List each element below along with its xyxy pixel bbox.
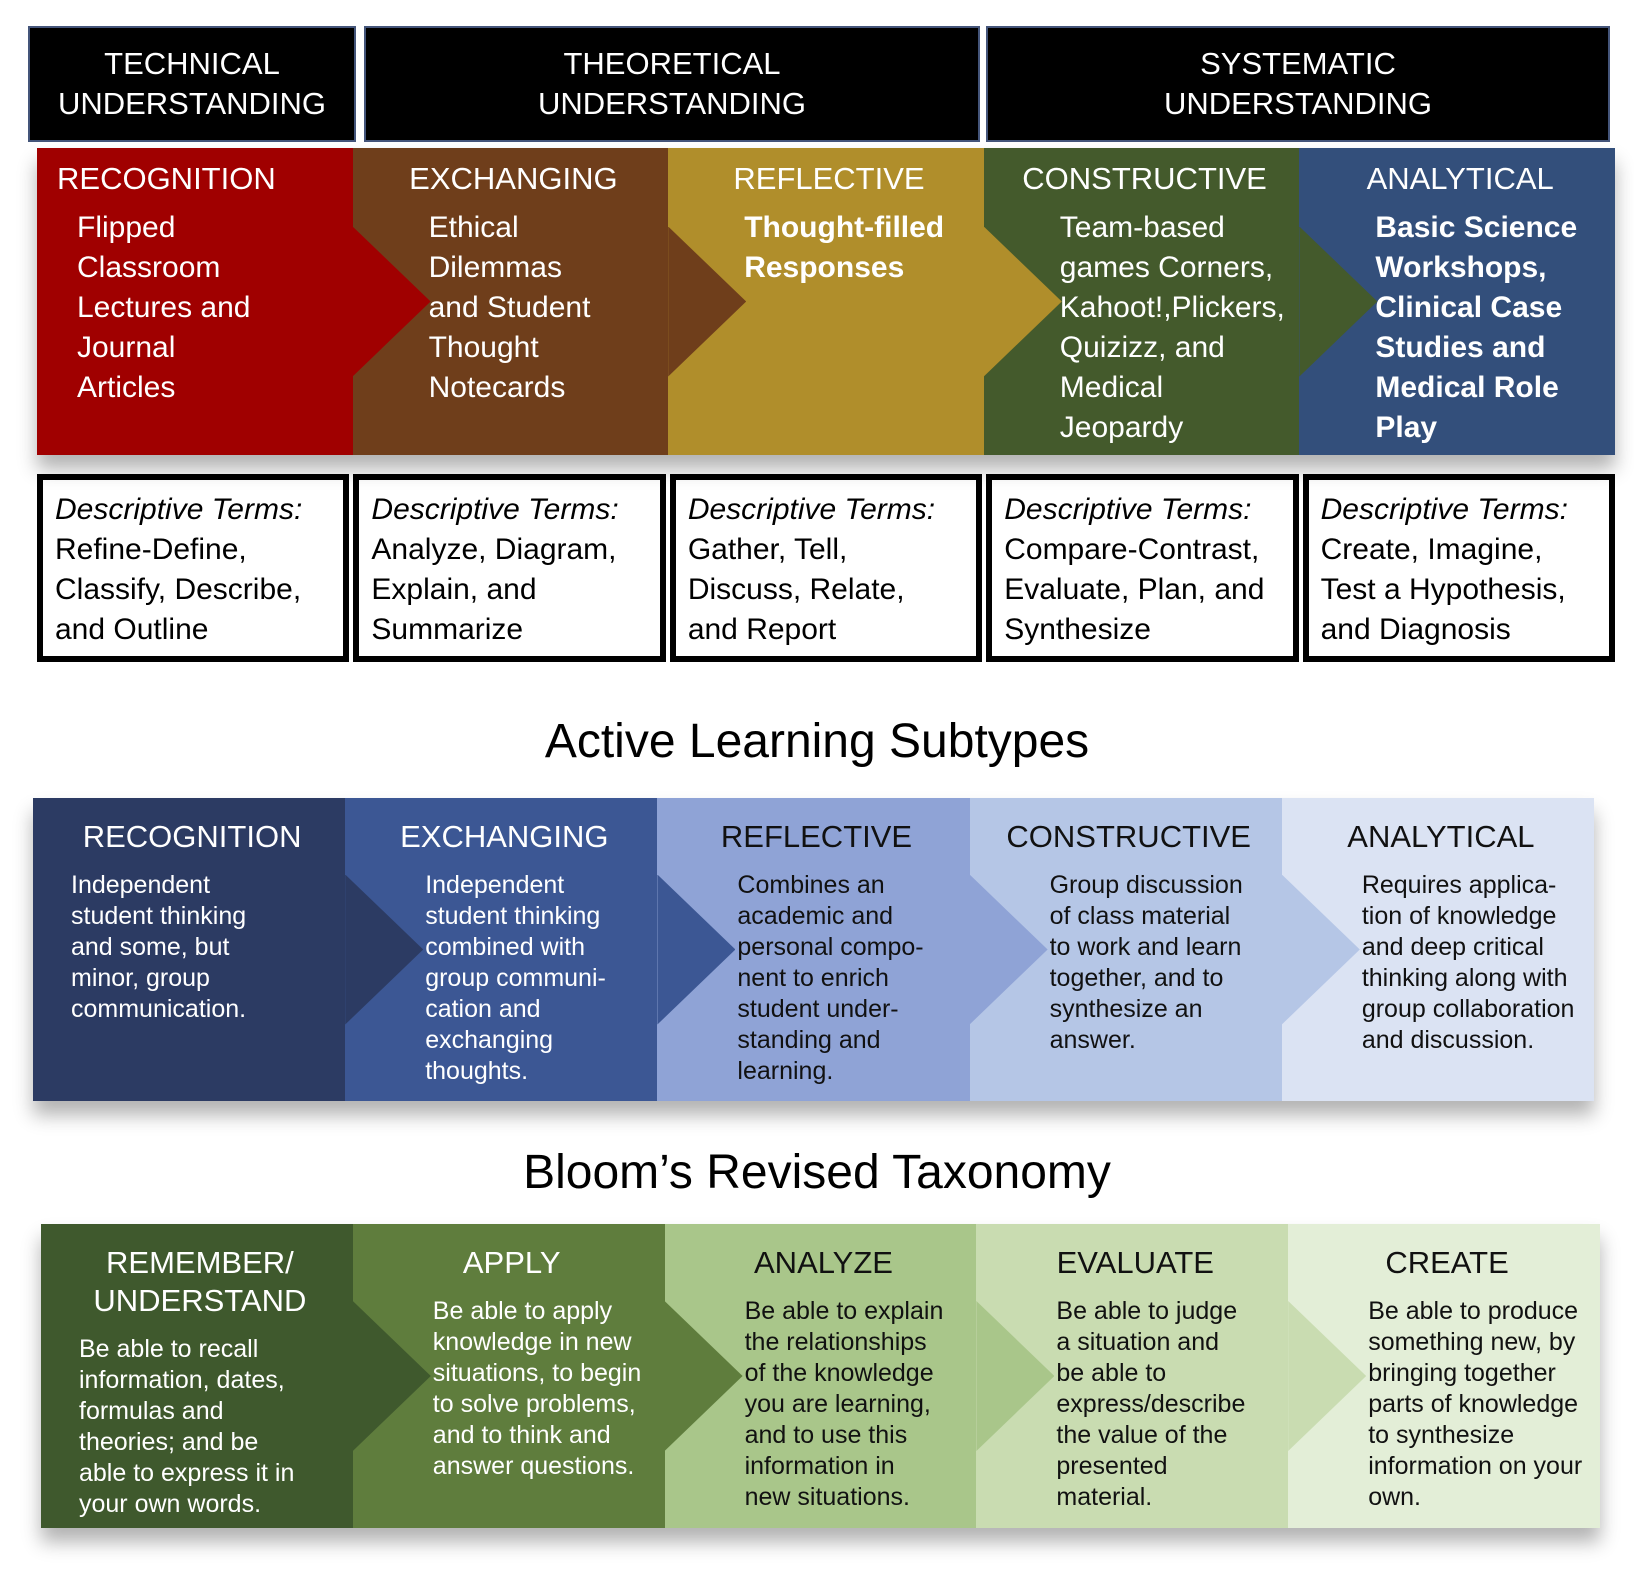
stage-title: ANALYTICAL: [1366, 161, 1554, 196]
stage-description: Be able to recall information, dates, fo…: [79, 1335, 295, 1518]
stage-title: REMEMBER/ UNDERSTAND: [93, 1245, 307, 1318]
stage-description: Be able to judge a situation and be able…: [1056, 1297, 1246, 1511]
descriptive-terms: Refine-Define, Classify, Describe, and O…: [55, 533, 302, 646]
stage-text: ANALYZE Be able to explain the relationsh…: [685, 1244, 963, 1513]
stage-title: RECOGNITION: [57, 161, 276, 196]
stage-description: Basic Science Workshops, Clinical Case S…: [1375, 211, 1578, 444]
stage-title: CONSTRUCTIVE: [1006, 819, 1251, 854]
stage-analyze: ANALYZE Be able to explain the relationsh…: [664, 1224, 1055, 1528]
descriptive-label: Descriptive Terms:: [1320, 493, 1568, 526]
stage-title: REFLECTIVE: [720, 819, 913, 854]
stage-text: REMEMBER/ UNDERSTAND Be able to recall in…: [61, 1244, 339, 1520]
stage-create: CREATE Be able to produce something new, …: [1288, 1224, 1600, 1528]
stage-title: CONSTRUCTIVE: [1022, 161, 1267, 196]
stage-description: Requires applica- tion of knowledge and …: [1361, 871, 1575, 1054]
stage-text: RECOGNITION Independent student thinking …: [53, 818, 331, 1025]
descriptive-terms: Analyze, Diagram, Explain, and Summarize: [371, 533, 617, 646]
active-learning-subtypes-title: Active Learning Subtypes: [544, 715, 1090, 768]
stage-exchanging: EXCHANGING Ethical Dilemmas and Student T…: [352, 148, 747, 455]
bloom-row: REMEMBER/ UNDERSTAND Be able to recall in…: [41, 1224, 1600, 1528]
stage-title: EXCHANGING: [409, 161, 618, 196]
stage-text: RECOGNITION Flipped Classroom Lectures an…: [57, 160, 339, 408]
stage-title: REFLECTIVE: [733, 161, 925, 196]
stage-text: EXCHANGING Independent student thinking c…: [365, 818, 643, 1087]
descriptive-label: Descriptive Terms:: [1004, 493, 1252, 526]
header-theoretical-understanding: THEORETICAL UNDERSTANDING: [364, 26, 980, 142]
descriptive-label: Descriptive Terms:: [371, 493, 619, 526]
stage-description: Team-based games Corners, Kahoot!,Plicke…: [1059, 211, 1285, 444]
stage-remember-understand: REMEMBER/ UNDERSTAND Be able to recall in…: [41, 1224, 431, 1528]
descriptive-label: Descriptive Terms:: [687, 493, 936, 526]
header-technical-understanding: TECHNICAL UNDERSTANDING: [28, 26, 356, 142]
stage-description: Independent student thinking combined wi…: [425, 871, 606, 1085]
descriptive-terms: Create, Imagine, Test a Hypothesis, and …: [1320, 533, 1566, 646]
stage-text: EVALUATE Be able to judge a situation and…: [996, 1244, 1274, 1513]
stage-description: Be able to explain the relationships of …: [744, 1297, 944, 1511]
stage-exchanging: EXCHANGING Independent student thinking c…: [345, 798, 736, 1101]
stage-recognition: RECOGNITION Flipped Classroom Lectures an…: [37, 148, 431, 455]
stage-description: Flipped Classroom Lectures and Journal A…: [77, 211, 251, 404]
descriptive-terms-box: Descriptive Terms: Compare-Contrast, Eval…: [986, 474, 1299, 662]
stage-text: EXCHANGING Ethical Dilemmas and Student T…: [373, 160, 655, 408]
stage-title: ANALYZE: [754, 1245, 893, 1280]
stage-title: EXCHANGING: [400, 819, 609, 854]
stage-text: ANALYTICAL Requires applica- tion of know…: [1302, 818, 1580, 1056]
stage-text: REFLECTIVE Combines an academic and perso…: [677, 818, 955, 1087]
stage-text: ANALYTICAL Basic Science Workshops, Clini…: [1319, 160, 1601, 448]
stage-text: CONSTRUCTIVE Team-based games Corners, Ka…: [1004, 160, 1286, 448]
descriptive-terms-box: Descriptive Terms: Refine-Define, Classif…: [37, 474, 350, 662]
stage-title: RECOGNITION: [82, 819, 302, 854]
blooms-taxonomy-title: Bloom’s Revised Taxonomy: [523, 1146, 1111, 1199]
stage-text: REFLECTIVE Thought-filled Responses: [688, 160, 970, 288]
stage-title: ANALYTICAL: [1347, 819, 1535, 854]
header-systematic-understanding: SYSTEMATIC UNDERSTANDING: [986, 26, 1610, 142]
stage-description: Be able to produce something new, by bri…: [1368, 1297, 1583, 1511]
stage-title: APPLY: [462, 1245, 561, 1280]
stage-constructive: CONSTRUCTIVE Team-based games Corners, Ka…: [983, 148, 1378, 455]
stage-description: Group discussion of class material to wo…: [1049, 871, 1243, 1054]
stage-text: CONSTRUCTIVE Group discussion of class ma…: [990, 818, 1268, 1056]
descriptive-terms-row: Descriptive Terms: Refine-Define, Classif…: [37, 474, 1616, 662]
descriptive-terms-box: Descriptive Terms: Create, Imagine, Test …: [1302, 474, 1616, 662]
activities-row: RECOGNITION Flipped Classroom Lectures an…: [37, 148, 1615, 455]
stage-text: CREATE Be able to produce something new, …: [1308, 1244, 1586, 1513]
stage-description: Combines an academic and personal compo-…: [737, 871, 924, 1085]
stage-description: Independent student thinking and some, b…: [71, 871, 247, 1023]
stage-description: Ethical Dilemmas and Student Thought Not…: [428, 211, 591, 404]
stage-recognition: RECOGNITION Independent student thinking …: [33, 798, 424, 1101]
stage-description: Be able to apply knowledge in new situat…: [432, 1297, 642, 1480]
stage-description: Thought-filled Responses: [744, 211, 945, 284]
descriptive-terms-box: Descriptive Terms: Gather, Tell, Discuss,…: [669, 474, 983, 662]
stage-title: CREATE: [1385, 1245, 1509, 1280]
descriptive-terms: Gather, Tell, Discuss, Relate, and Repor…: [687, 533, 905, 646]
subtypes-row: RECOGNITION Independent student thinking …: [33, 798, 1595, 1101]
descriptive-label: Descriptive Terms:: [55, 493, 303, 526]
descriptive-terms: Compare-Contrast, Evaluate, Plan, and Sy…: [1004, 533, 1265, 646]
stage-title: EVALUATE: [1056, 1245, 1214, 1280]
descriptive-terms-box: Descriptive Terms: Analyze, Diagram, Expl…: [353, 474, 666, 662]
stage-text: APPLY Be able to apply knowledge in new s…: [373, 1244, 651, 1482]
